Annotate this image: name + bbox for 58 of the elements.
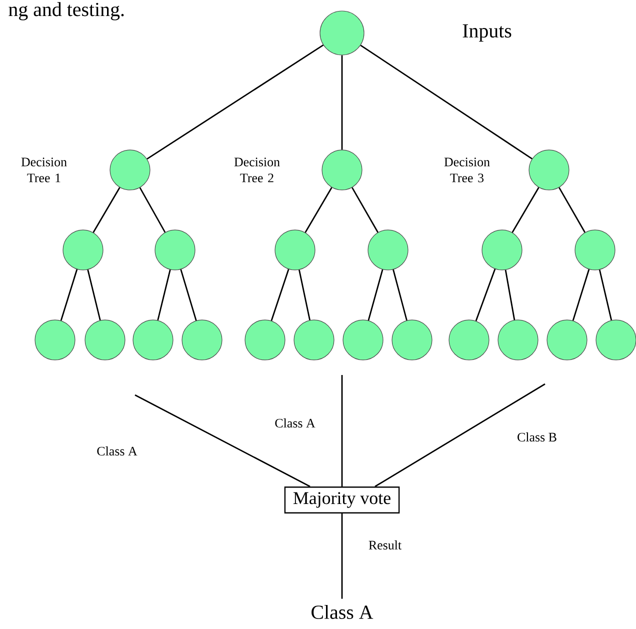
connector-line	[157, 270, 171, 320]
tree-node-circle	[368, 230, 408, 270]
connector-line	[368, 269, 384, 321]
connector-line	[304, 187, 332, 233]
tree-node-circle	[62, 230, 104, 270]
tree-node-circle	[294, 320, 334, 360]
connector-line	[341, 513, 343, 599]
tree-node-circle	[596, 320, 636, 360]
tree-node-circle	[528, 150, 570, 190]
edge-label: Class B	[516, 431, 558, 443]
connector-line	[298, 270, 310, 320]
connector-line	[87, 270, 101, 320]
result-text: Class A	[312, 604, 374, 619]
edge-label: Result	[367, 539, 403, 551]
tree-node-circle	[132, 320, 174, 360]
tree-node-circle	[182, 320, 222, 360]
connector-line	[341, 55, 343, 150]
tree-label: Decision Tree 2	[234, 158, 280, 182]
connector-line	[92, 187, 120, 233]
connector-line	[598, 270, 612, 320]
connector-line	[504, 270, 516, 320]
connector-line	[572, 269, 590, 321]
tree-node-circle	[34, 320, 76, 360]
tree-node-circle	[498, 320, 538, 360]
tree-node-circle	[392, 320, 432, 360]
connector-line	[352, 187, 378, 233]
tree-node-circle	[482, 230, 522, 270]
edge-label: Class A	[96, 445, 138, 457]
tree-node-circle	[320, 10, 364, 56]
connector-line	[146, 44, 324, 160]
tree-node-circle	[154, 230, 196, 270]
connector-line	[392, 269, 408, 321]
tree-label: Decision Tree 1	[21, 158, 67, 182]
connector-line	[558, 187, 586, 233]
connector-line	[475, 268, 496, 322]
tree-node-circle	[546, 320, 588, 360]
tree-label: Decision Tree 3	[444, 158, 490, 182]
connector-line	[139, 187, 166, 233]
tree-node-circle	[574, 230, 616, 270]
tree-node-circle	[342, 320, 384, 360]
connector-line	[512, 187, 540, 233]
caption-text: ng and testing.	[8, 2, 124, 20]
connector-line	[374, 383, 546, 488]
tree-node-circle	[322, 150, 362, 190]
tree-node-circle	[110, 150, 150, 190]
tree-node-circle	[84, 320, 126, 360]
inputs-label: Inputs	[462, 24, 512, 42]
connector-line	[360, 44, 532, 160]
edge-label: Class A	[274, 417, 316, 429]
connector-line	[60, 269, 78, 321]
connector-line	[134, 394, 310, 488]
process-box: Majority vote	[284, 486, 400, 514]
connector-line	[270, 269, 290, 321]
connector-line	[341, 374, 343, 487]
connector-line	[180, 269, 197, 321]
tree-node-circle	[274, 230, 316, 270]
tree-node-circle	[448, 320, 490, 360]
tree-node-circle	[244, 320, 286, 360]
